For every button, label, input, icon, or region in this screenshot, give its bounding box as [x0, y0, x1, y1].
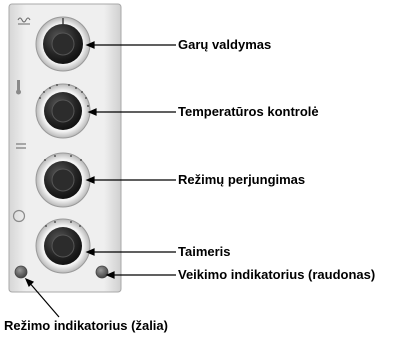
mode-switch-knob[interactable] [35, 152, 91, 208]
operation-indicator-label: Veikimo indikatorius (raudonas) [178, 267, 376, 282]
power-ring-icon [12, 209, 26, 223]
steam-control-label: Garų valdymas [178, 37, 272, 52]
mode-switch-label: Režimų perjungimas [178, 172, 306, 187]
timer-label: Taimeris [178, 244, 231, 259]
mode-indicator-leader [27, 280, 60, 318]
temperature-control-knob[interactable] [35, 83, 91, 139]
temperature-control-label: Temperatūros kontrolė [178, 104, 319, 119]
operation-indicator-light [95, 265, 109, 279]
mode-indicator-label: Režimo indikatorius (žalia) [4, 318, 168, 333]
steam-control-knob[interactable] [35, 16, 91, 72]
leader-lines [24, 41, 176, 318]
steam-symbol-icon [17, 17, 31, 25]
thermometer-icon [16, 80, 21, 95]
control-panel [8, 3, 122, 293]
mode-indicator-light [14, 265, 28, 279]
timer-knob[interactable] [35, 218, 91, 274]
mode-symbol-icon [16, 143, 26, 149]
